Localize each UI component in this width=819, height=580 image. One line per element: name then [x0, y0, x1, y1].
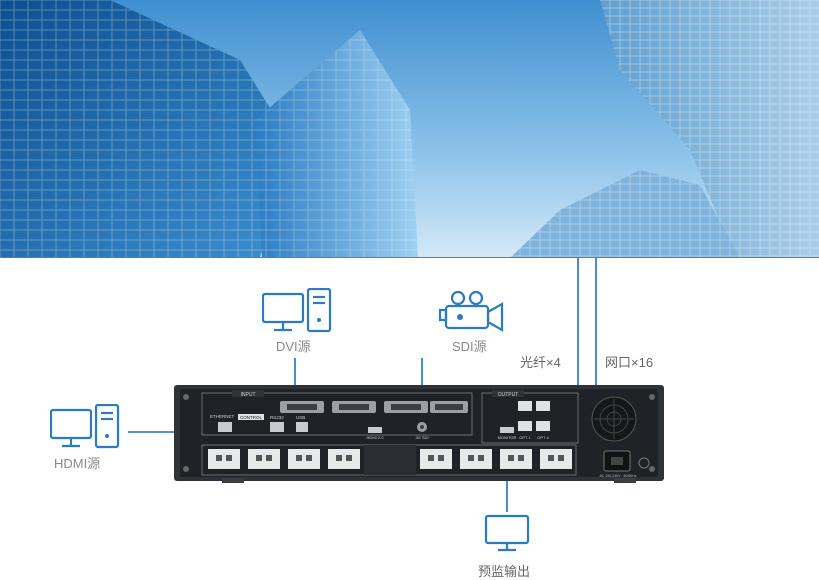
ethernet-label: ETHERNET	[210, 414, 235, 419]
fiber-ports	[518, 401, 550, 431]
rs232-label: RS232	[270, 415, 284, 420]
device-foot-right	[614, 478, 636, 483]
output-title: OUTPUT	[498, 392, 519, 398]
device-foot-left	[222, 478, 244, 483]
hdmi-source-label: HDMI源	[54, 456, 101, 471]
monitor-label: MONITOR	[498, 435, 517, 440]
control-label: CONTROL	[240, 415, 262, 420]
hdmi-in-label: HDMI 2.0	[367, 435, 385, 440]
fiber-output-label: 光纤×4	[520, 355, 561, 370]
usb-label: USB	[296, 415, 305, 420]
opt4-label: OPT 4	[537, 435, 549, 440]
city-skyline-photo	[0, 0, 819, 258]
ethernet-output-ports	[208, 449, 572, 469]
preview-output-label: 预监输出	[478, 564, 531, 579]
sdi-in-label: 3G SDI	[415, 435, 428, 440]
sdi-source-label: SDI源	[452, 339, 487, 354]
ethernet-output-label: 网口×16	[605, 355, 654, 370]
desktop-computer-icon	[50, 404, 120, 449]
video-camera-icon	[438, 290, 504, 332]
dvi-source-label: DVI源	[276, 339, 311, 354]
desktop-computer-icon	[262, 288, 332, 333]
power-label: AC 100-240V~ 50/60Hz	[599, 474, 636, 478]
dvi-ports	[280, 401, 468, 413]
input-title: INPUT	[241, 392, 256, 398]
video-processor-rear-panel: INPUT ETHERNET CONTROL RS232 USB HDMI 2.…	[174, 385, 664, 481]
opt1-label: OPT 1	[519, 435, 531, 440]
monitor-icon	[484, 514, 530, 552]
